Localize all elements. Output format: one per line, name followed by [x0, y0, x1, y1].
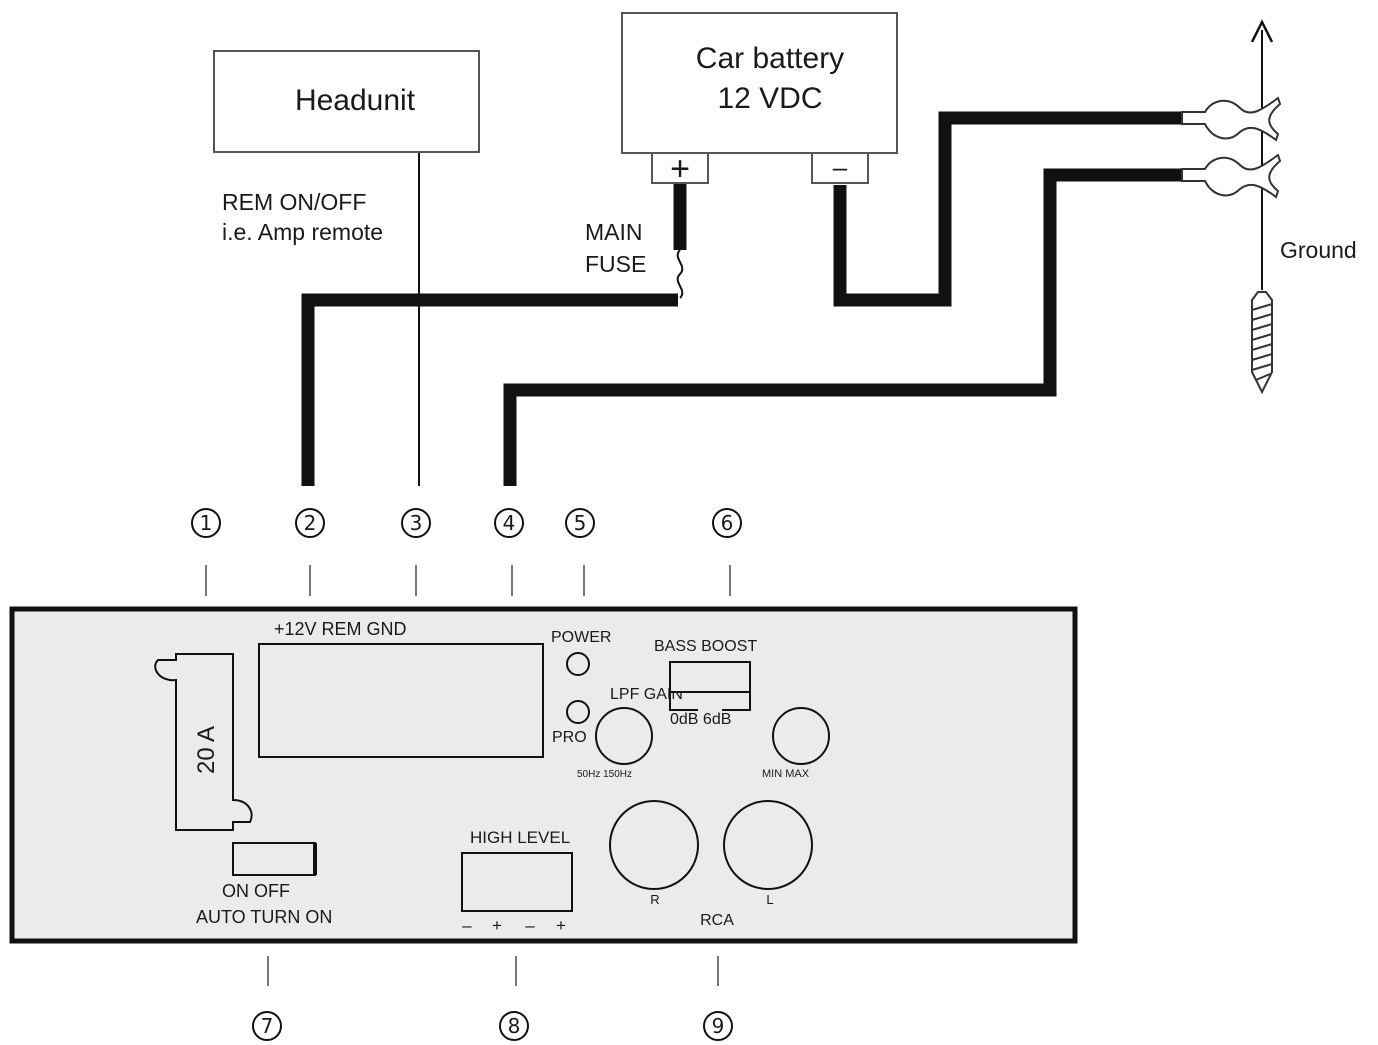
svg-text:6: 6	[721, 511, 734, 535]
high-level-connector	[461, 852, 573, 912]
positive-terminal	[651, 152, 709, 184]
callout-1: 1	[191, 508, 221, 596]
rca-left-jack[interactable]	[723, 800, 813, 890]
svg-text:1: 1	[200, 511, 213, 535]
high-level-label: HIGH LEVEL	[470, 828, 570, 847]
svg-text:7: 7	[261, 1014, 274, 1038]
rca-right-jack[interactable]	[609, 800, 699, 890]
rca-label: RCA	[700, 912, 734, 929]
power-led	[566, 652, 590, 676]
positive-terminal-label: +	[670, 150, 690, 188]
ground-post	[1181, 19, 1282, 395]
callout-5: 5	[565, 508, 595, 596]
chassis-ground-wire	[503, 168, 1182, 486]
gain-range-label: MIN MAX	[762, 768, 810, 780]
svg-text:4: 4	[503, 511, 516, 535]
fuse-label-line1: MAIN	[585, 219, 643, 245]
callout-9: 9	[703, 956, 733, 1041]
power-wire	[301, 293, 678, 486]
svg-text:5: 5	[574, 511, 587, 535]
remote-label-line2: i.e. Amp remote	[222, 219, 383, 245]
bass-boost-options: 0dB 6dB	[670, 711, 731, 728]
svg-text:8: 8	[508, 1014, 521, 1038]
amplifier-panel: 20 A +12V REM GND POWER PRO LPF GAIN 50H…	[9, 606, 1078, 944]
headunit: Headunit	[213, 50, 480, 153]
callout-3: 3	[401, 508, 431, 596]
pro-led-label: PRO	[552, 729, 587, 746]
battery-ground-wire	[833, 111, 1182, 307]
negative-terminal-label: –	[833, 152, 848, 182]
callout-6: 6	[712, 508, 742, 596]
fuse-rating: 20 A	[193, 726, 220, 774]
pro-led	[566, 700, 590, 724]
svg-text:3: 3	[410, 511, 423, 535]
svg-text:9: 9	[712, 1014, 725, 1038]
arrow-up-icon	[1250, 19, 1274, 43]
gain-knob[interactable]	[772, 707, 830, 765]
callout-8: 8	[499, 956, 529, 1041]
lpf-knob[interactable]	[595, 707, 653, 765]
auto-switch-options: ON OFF	[222, 881, 290, 901]
ground-label: Ground	[1280, 237, 1357, 263]
fuse-holder: 20 A	[154, 653, 253, 831]
bass-boost-label: BASS BOOST	[654, 638, 757, 655]
battery-label-line1: Car battery	[696, 42, 844, 75]
headunit-label: Headunit	[295, 84, 416, 117]
screw-icon	[1251, 291, 1273, 395]
ring-terminal-icon	[1181, 153, 1282, 199]
callout-4: 4	[494, 508, 524, 596]
callouts-bottom: 7 8 9	[252, 956, 733, 1041]
power-led-label: POWER	[551, 629, 611, 646]
high-level-pin-1: –	[462, 916, 472, 935]
negative-terminal	[811, 152, 869, 184]
battery-label-line2: 12 VDC	[717, 82, 822, 115]
high-level-pin-3: –	[525, 916, 535, 935]
car-battery: Car battery 12 VDC + –	[621, 12, 898, 188]
bass-boost-switch[interactable]	[669, 661, 751, 711]
high-level-pin-4: +	[556, 916, 566, 935]
ring-terminal-icon	[1181, 96, 1282, 142]
lpf-range-label: 50Hz 150Hz	[577, 769, 632, 780]
fuse-label-line2: FUSE	[585, 251, 646, 277]
callout-7: 7	[252, 956, 282, 1041]
lpf-gain-label: LPF GAIN	[610, 686, 683, 703]
fuse-icon	[676, 249, 684, 299]
callouts-top: 1 2 3 4 5 6	[191, 508, 742, 596]
rca-right-label: R	[650, 892, 659, 907]
wires	[301, 111, 1182, 486]
svg-text:2: 2	[304, 511, 317, 535]
callout-2: 2	[295, 508, 325, 596]
remote-label-line1: REM ON/OFF	[222, 189, 366, 215]
auto-turn-on-switch[interactable]	[232, 842, 317, 876]
rca-left-label: L	[766, 892, 773, 907]
power-terminal-block	[258, 643, 544, 758]
power-terminal-label: +12V REM GND	[274, 619, 407, 639]
high-level-pin-2: +	[492, 916, 502, 935]
auto-turn-on-label: AUTO TURN ON	[196, 907, 332, 927]
